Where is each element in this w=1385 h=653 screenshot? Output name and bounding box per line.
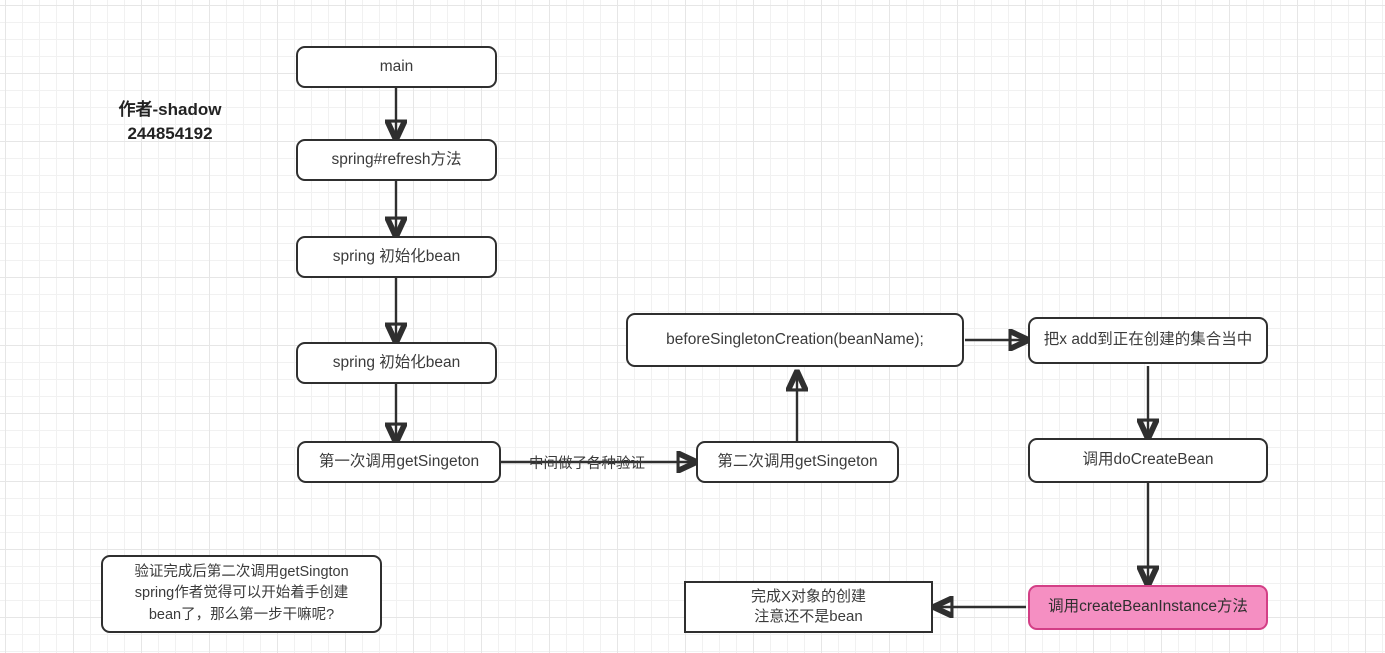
node-before-singleton-creation[interactable]: beforeSingletonCreation(beanName); — [626, 313, 964, 367]
edge-label-validation: 中间做了各种验证 — [529, 456, 645, 472]
node-spring-init-bean-1[interactable]: spring 初始化bean — [296, 236, 497, 278]
node-first-get-singleton[interactable]: 第一次调用getSingeton — [297, 441, 501, 483]
node-do-create-bean[interactable]: 调用doCreateBean — [1028, 438, 1268, 483]
node-finish-x-object[interactable]: 完成X对象的创建 注意还不是bean — [684, 581, 933, 633]
node-second-get-singleton[interactable]: 第二次调用getSingeton — [696, 441, 899, 483]
node-add-to-creating-set[interactable]: 把x add到正在创建的集合当中 — [1028, 317, 1268, 364]
node-main[interactable]: main — [296, 46, 497, 88]
node-spring-init-bean-2[interactable]: spring 初始化bean — [296, 342, 497, 384]
author-watermark: 作者-shadow 244854192 — [118, 100, 222, 143]
node-spring-refresh[interactable]: spring#refresh方法 — [296, 139, 497, 181]
node-create-bean-instance[interactable]: 调用createBeanInstance方法 — [1028, 585, 1268, 630]
node-annotation-note[interactable]: 验证完成后第二次调用getSington spring作者觉得可以开始着手创建 … — [101, 555, 382, 633]
